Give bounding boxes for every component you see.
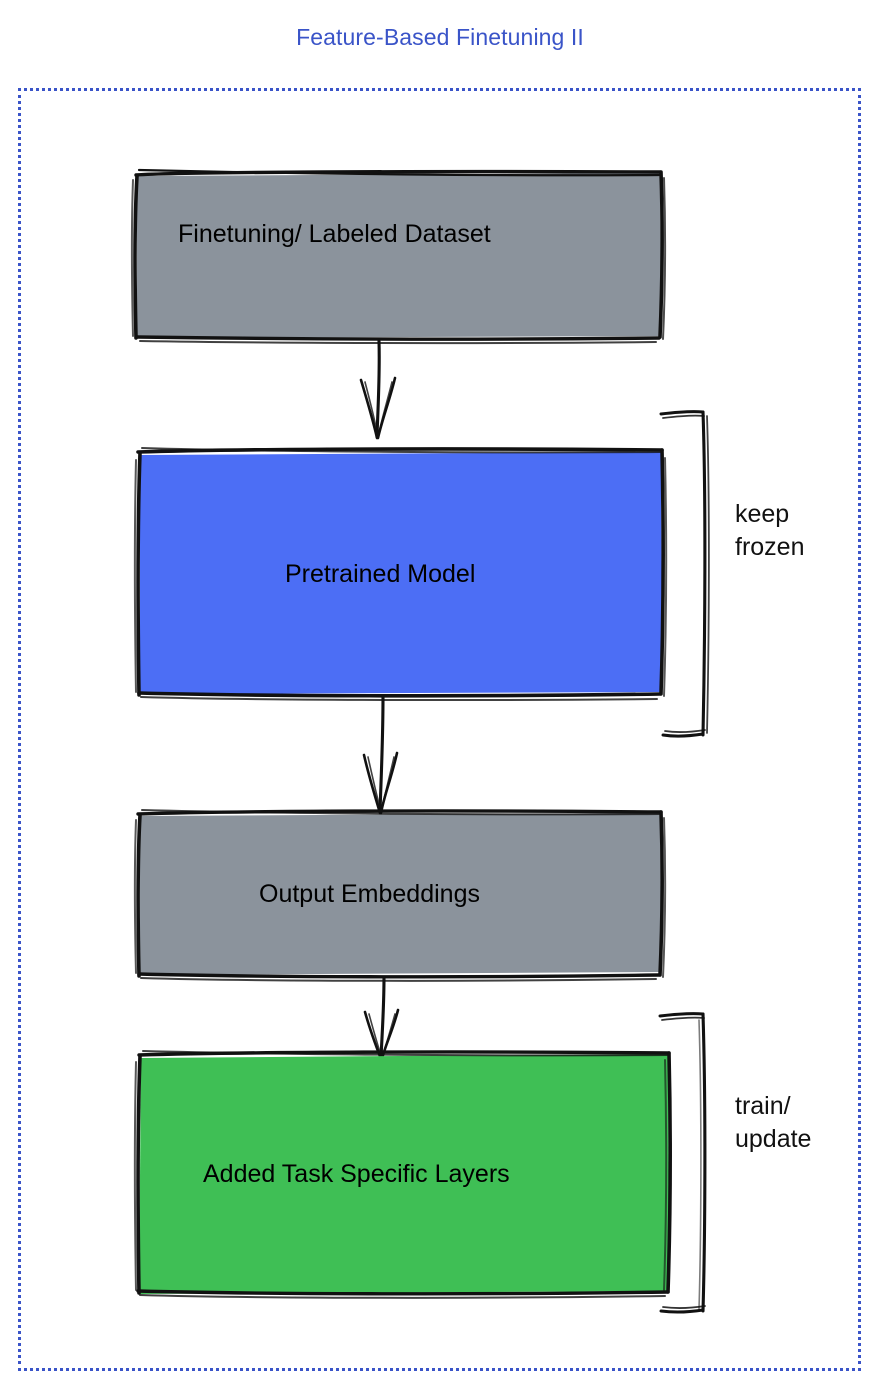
- node-output-embeddings-fill: [140, 813, 661, 975]
- bracket-train-update-top2: [661, 1016, 705, 1021]
- node-pretrained-model-edge-left: [136, 451, 142, 697]
- node-task-layers-edge-right: [666, 1051, 672, 1294]
- node-task-layers-fill: [139, 1054, 669, 1294]
- node-task-layers[interactable]: [133, 1050, 672, 1299]
- bracket-keep-frozen-bottom2: [664, 729, 706, 733]
- node-dataset-label: Finetuning/ Labeled Dataset: [178, 220, 491, 248]
- node-dataset-edge-top2: [137, 168, 661, 177]
- page-title: Feature-Based Finetuning II: [296, 24, 584, 50]
- node-task-layers-edge-top2: [142, 1050, 668, 1057]
- edge-dataset-to-model-line: [375, 339, 381, 439]
- edge-dataset-to-model: [359, 339, 397, 440]
- bracket-train-update-bottom2: [662, 1305, 706, 1309]
- node-output-embeddings[interactable]: [133, 809, 667, 982]
- node-task-layers-edge-left: [136, 1054, 142, 1295]
- node-pretrained-model-label: Pretrained Model: [285, 560, 476, 588]
- node-pretrained-model-edge-right2: [663, 457, 668, 697]
- node-dataset-edge-right2: [662, 177, 667, 340]
- bracket-keep-frozen-spine: [701, 410, 707, 737]
- bracket-train-update-spine: [701, 1012, 707, 1313]
- node-output-embeddings-edge-right2: [662, 817, 667, 978]
- bracket-keep-frozen-bottom: [661, 732, 705, 738]
- node-pretrained-model-fill: [140, 452, 662, 694]
- node-dataset-edge-bottom: [135, 335, 661, 341]
- diagram-frame: [18, 88, 861, 1371]
- node-task-layers-edge-right2: [663, 1059, 668, 1291]
- edge-dataset-to-model-head-right2: [377, 381, 393, 438]
- edge-model-to-embeddings-head-left2: [367, 756, 382, 813]
- edge-model-to-embeddings-head-left: [362, 753, 382, 815]
- bracket-train-update-bottom: [659, 1308, 705, 1314]
- node-output-embeddings-edge-top: [136, 809, 663, 816]
- bracket-keep-frozen-top2: [662, 414, 705, 419]
- node-output-embeddings-edge-left: [136, 813, 142, 978]
- node-dataset[interactable]: [130, 168, 667, 345]
- node-output-embeddings-edge-right: [658, 810, 664, 977]
- edge-dataset-to-model-head-left2: [364, 381, 379, 438]
- bracket-train-update-spine2: [698, 1019, 702, 1310]
- node-output-embeddings-edge-top2: [141, 809, 660, 816]
- node-output-embeddings-edge-bottom2: [140, 977, 657, 982]
- node-dataset-edge-top: [134, 169, 662, 177]
- node-dataset-edge-right: [658, 170, 664, 339]
- node-pretrained-model-edge-bottom2: [140, 696, 658, 702]
- edge-model-to-embeddings: [362, 695, 399, 815]
- annotation-keep-frozen-label: keep frozen: [735, 500, 805, 561]
- bracket-keep-frozen-top: [659, 410, 705, 416]
- edge-model-to-embeddings-line: [378, 695, 385, 814]
- edge-embeddings-to-layers: [363, 975, 400, 1061]
- node-dataset-edge-left2: [130, 179, 134, 337]
- bracket-train-update-top: [658, 1012, 705, 1018]
- edge-model-to-embeddings-head-right2: [380, 756, 395, 813]
- edge-dataset-to-model-head-left: [359, 378, 379, 440]
- bracket-train-update: [658, 1012, 707, 1314]
- node-pretrained-model-edge-right: [659, 448, 665, 696]
- node-pretrained-model-edge-bottom: [137, 691, 662, 698]
- node-pretrained-model-edge-top2: [141, 447, 661, 454]
- node-task-layers-edge-bottom2: [139, 1294, 666, 1299]
- bracket-keep-frozen: [659, 410, 710, 738]
- node-task-layers-edge-bottom: [136, 1289, 670, 1296]
- node-output-embeddings-edge-left2: [133, 819, 137, 974]
- bracket-keep-frozen-spine2: [706, 415, 710, 734]
- node-pretrained-model[interactable]: [133, 447, 668, 702]
- node-output-embeddings-edge-bottom: [137, 972, 661, 979]
- node-dataset-edge-bottom2: [139, 340, 657, 345]
- node-task-layers-edge-top: [137, 1050, 671, 1057]
- node-dataset-edge-left: [133, 174, 139, 340]
- node-output-embeddings-label: Output Embeddings: [259, 880, 480, 908]
- annotation-train-update-label: train/ update: [735, 1092, 812, 1153]
- edge-embeddings-to-layers-line: [379, 975, 386, 1060]
- node-task-layers-label: Added Task Specific Layers: [203, 1160, 510, 1188]
- node-dataset-fill: [137, 173, 661, 338]
- node-pretrained-model-edge-left2: [133, 459, 137, 693]
- node-task-layers-edge-left2: [133, 1061, 137, 1291]
- node-pretrained-model-edge-top: [136, 447, 664, 454]
